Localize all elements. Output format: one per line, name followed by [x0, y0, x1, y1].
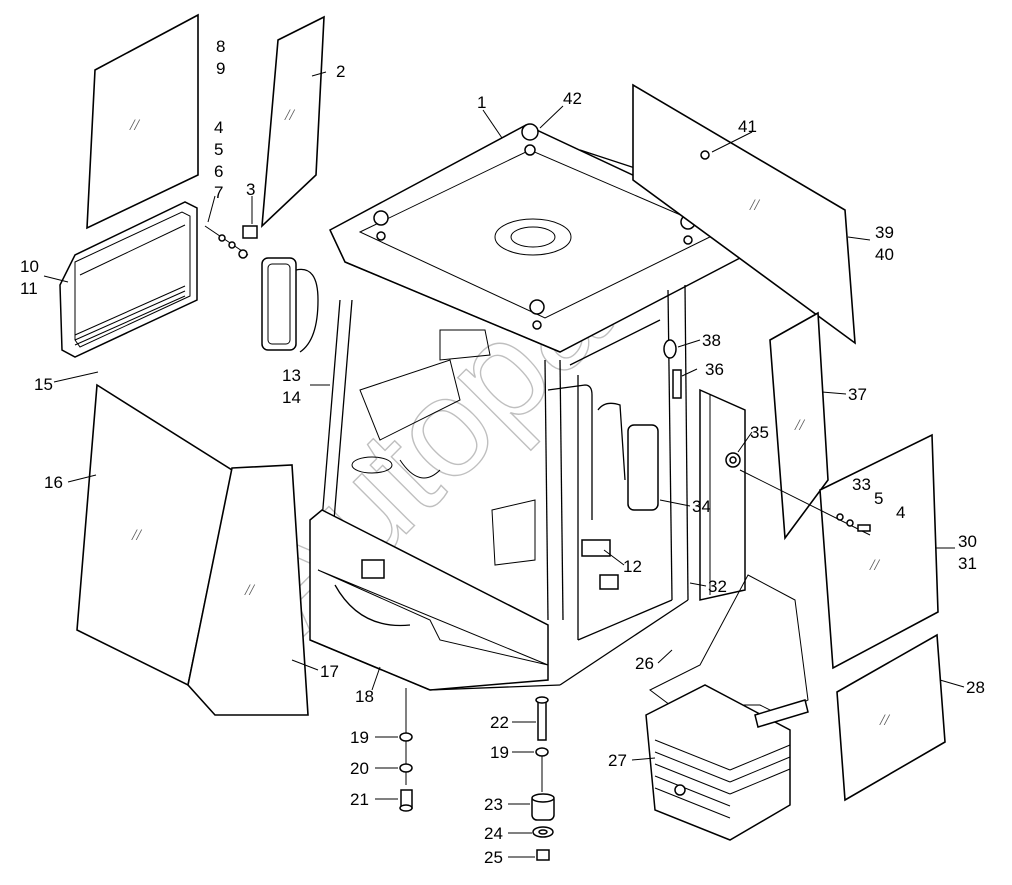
side-bracket-32	[699, 388, 746, 601]
glass-panel-8-9: //	[86, 13, 199, 230]
callout-3: 3	[246, 180, 255, 199]
callout-17: 17	[320, 662, 339, 681]
callout-41: 41	[738, 117, 757, 136]
callout-28: 28	[966, 678, 985, 697]
callout-38: 38	[702, 331, 721, 350]
callout-5: 5	[214, 140, 223, 159]
callout-39: 39	[875, 223, 894, 242]
wiper-pivot-35	[725, 452, 741, 468]
callout-2: 2	[336, 62, 345, 81]
callout-labels: 1 2 3 4 5 6 7 8 9 10 11 12 13 14 15 16 1…	[20, 37, 985, 867]
callout-7: 7	[214, 183, 223, 202]
mount-hardware-center	[531, 696, 555, 861]
callout-32: 32	[708, 577, 727, 596]
tray-vent-slots	[74, 285, 186, 346]
callout-34: 34	[692, 497, 711, 516]
callout-20: 20	[350, 759, 369, 778]
callout-27: 27	[608, 751, 627, 770]
bolt-washer-set-4-7	[204, 225, 249, 259]
callout-31: 31	[958, 554, 977, 573]
fastener-set-33-5-4	[739, 469, 871, 536]
door-handles	[547, 384, 659, 520]
mirror-bracket-3	[242, 225, 258, 239]
callout-26: 26	[635, 654, 654, 673]
callout-19-left: 19	[350, 728, 369, 747]
glass-panel-28: //	[836, 633, 946, 802]
callout-18: 18	[355, 687, 374, 706]
callout-33: 33	[852, 475, 871, 494]
callout-37: 37	[848, 385, 867, 404]
callout-23: 23	[484, 795, 503, 814]
glass-fastener-41	[700, 150, 710, 160]
callout-9: 9	[216, 59, 225, 78]
glass-panel-37: //	[769, 311, 829, 541]
glass-symbol: //	[879, 712, 890, 729]
glass-panel-17: //	[187, 464, 309, 716]
rear-view-mirror	[261, 257, 319, 353]
glass-symbol: //	[284, 107, 295, 124]
glass-symbol: //	[869, 557, 880, 574]
callout-25: 25	[484, 848, 503, 867]
callout-1: 1	[477, 93, 486, 112]
latch-12	[581, 539, 619, 590]
glass-symbol: //	[131, 527, 142, 544]
callout-19-center: 19	[490, 743, 509, 762]
callout-12: 12	[623, 557, 642, 576]
callout-24: 24	[484, 824, 503, 843]
callout-21: 21	[350, 790, 369, 809]
glass-panel-2: //	[261, 15, 325, 229]
floor-mat-26	[649, 574, 809, 716]
callout-6: 6	[214, 162, 223, 181]
callout-13: 13	[282, 366, 301, 385]
mount-hardware-left	[399, 688, 413, 812]
callout-8: 8	[216, 37, 225, 56]
callout-16: 16	[44, 473, 63, 492]
callout-14: 14	[282, 388, 301, 407]
leader-lines	[43, 71, 965, 858]
glass-symbol: //	[749, 197, 760, 214]
callout-35: 35	[750, 423, 769, 442]
callout-4-right: 4	[896, 503, 905, 522]
glass-panel-30-31: //	[819, 433, 939, 670]
glass-symbol: //	[244, 582, 255, 599]
callout-4: 4	[214, 118, 223, 137]
lifting-eyes-42	[373, 123, 696, 330]
callout-22: 22	[490, 713, 509, 732]
knob-38	[663, 339, 677, 359]
glass-symbol: //	[129, 117, 140, 134]
handle-36	[672, 369, 682, 399]
callout-42: 42	[563, 89, 582, 108]
callout-5-right: 5	[874, 489, 883, 508]
callout-40: 40	[875, 245, 894, 264]
glass-panel-39-40: //	[632, 83, 856, 345]
callout-10: 10	[20, 257, 39, 276]
callout-36: 36	[705, 360, 724, 379]
callout-30: 30	[958, 532, 977, 551]
callout-11: 11	[20, 279, 38, 298]
callout-15: 15	[34, 375, 53, 394]
glass-symbol: //	[794, 417, 805, 434]
storage-tray	[59, 201, 198, 358]
seat-cushion-27	[645, 684, 809, 841]
interior-console	[351, 329, 536, 566]
